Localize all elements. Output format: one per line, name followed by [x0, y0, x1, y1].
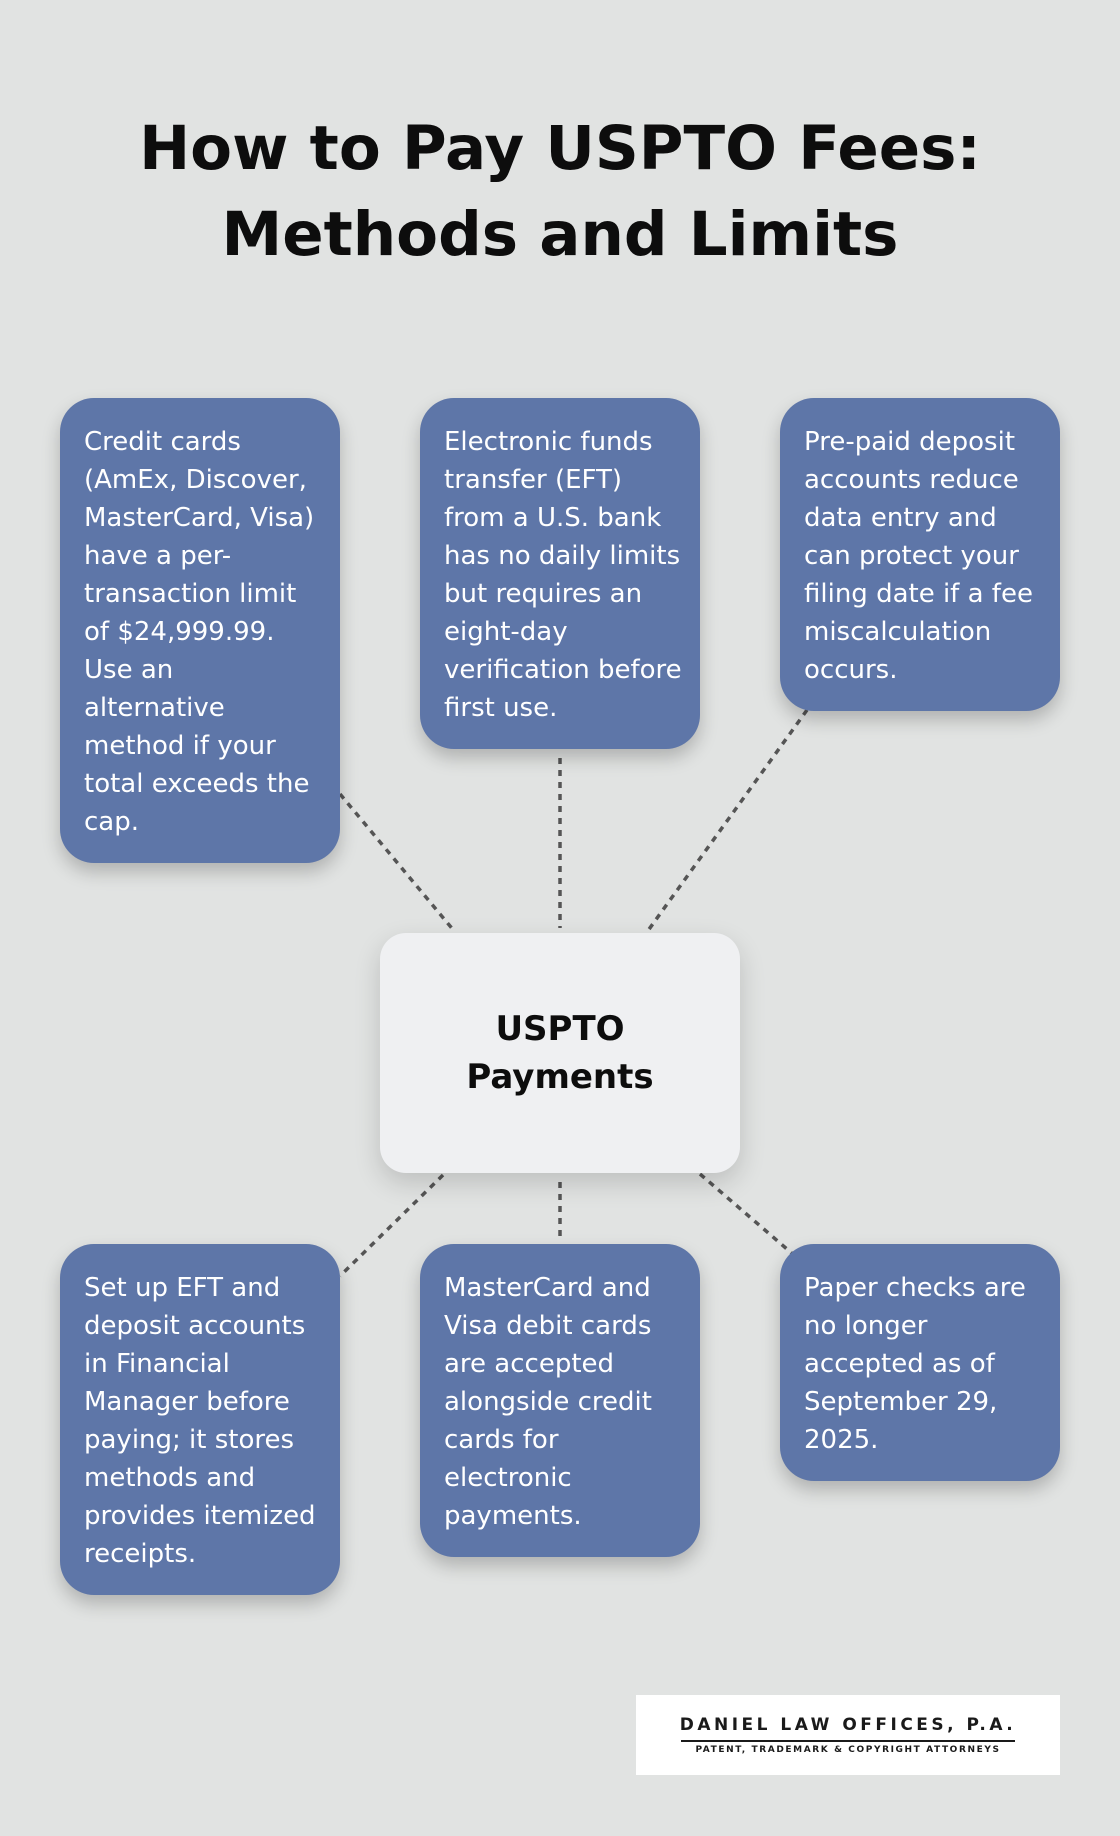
card-financial-manager-text: Set up EFT and deposit accounts in Finan… — [84, 1273, 316, 1569]
card-credit-cards: Credit cards (AmEx, Discover, MasterCard… — [60, 398, 340, 863]
card-deposit-accounts-text: Pre-paid deposit accounts reduce data en… — [804, 427, 1033, 685]
logo-name: DANIEL LAW OFFICES, P.A. — [680, 1715, 1017, 1735]
card-credit-cards-text: Credit cards (AmEx, Discover, MasterCard… — [84, 427, 314, 837]
center-label-line-2: Payments — [466, 1053, 653, 1101]
card-paper-checks-text: Paper checks are no longer accepted as o… — [804, 1273, 1026, 1455]
center-label-line-1: USPTO — [466, 1005, 653, 1053]
center-node-label: USPTO Payments — [466, 1005, 653, 1101]
connector-bottom-right — [700, 1174, 795, 1256]
connector-top-left — [340, 794, 455, 932]
daniel-law-offices-logo: DANIEL LAW OFFICES, P.A. PATENT, TRADEMA… — [636, 1695, 1060, 1775]
card-eft: Electronic funds transfer (EFT) from a U… — [420, 398, 700, 749]
card-debit-cards-text: MasterCard and Visa debit cards are acce… — [444, 1273, 652, 1531]
card-debit-cards: MasterCard and Visa debit cards are acce… — [420, 1244, 700, 1557]
card-paper-checks: Paper checks are no longer accepted as o… — [780, 1244, 1060, 1481]
center-node: USPTO Payments — [380, 933, 740, 1173]
card-eft-text: Electronic funds transfer (EFT) from a U… — [444, 427, 682, 723]
logo-tagline: PATENT, TRADEMARK & COPYRIGHT ATTORNEYS — [695, 1745, 1000, 1755]
logo-divider — [681, 1740, 1015, 1742]
card-deposit-accounts: Pre-paid deposit accounts reduce data en… — [780, 398, 1060, 711]
card-financial-manager: Set up EFT and deposit accounts in Finan… — [60, 1244, 340, 1595]
